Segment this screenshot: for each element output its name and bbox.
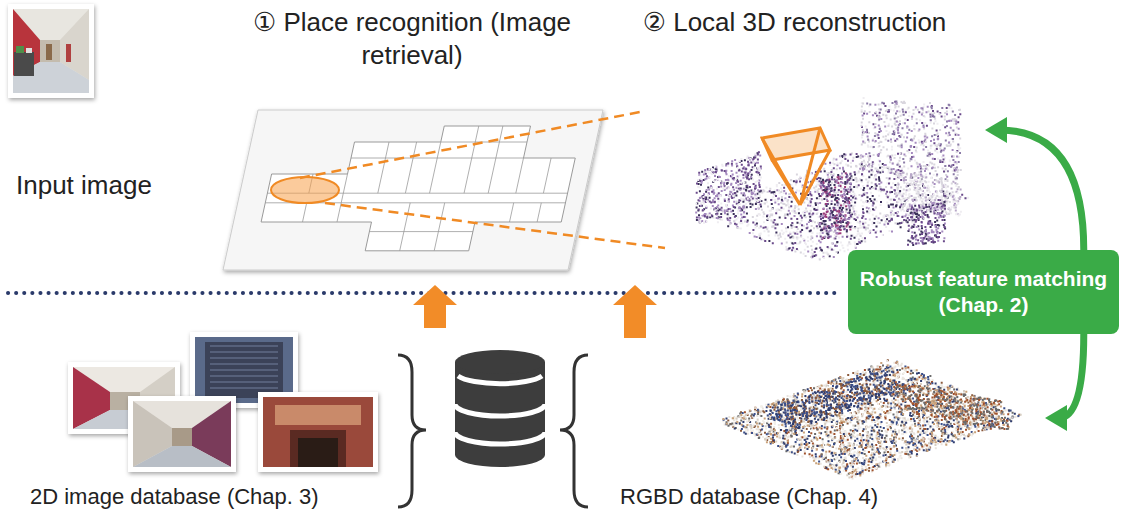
- cloud-points: [891, 382, 1009, 430]
- database-node: RGBD database (Chap. 4): [615, 338, 1045, 512]
- cloud-points: [861, 101, 962, 180]
- cloud-points: [736, 363, 1022, 479]
- cloud-points: [819, 173, 852, 239]
- input-photo-part: [66, 44, 71, 62]
- database-photos-part-part: [172, 428, 192, 446]
- floor-plan-part-part: [255, 126, 582, 251]
- floor-plan: [223, 110, 665, 270]
- database-icon: [455, 350, 545, 467]
- cloud-points: [723, 361, 1020, 474]
- input-photo-part: [26, 48, 32, 53]
- floor-plan-part: [255, 126, 582, 251]
- database-photos-part-part: [263, 397, 373, 467]
- floor-plan-part: [271, 177, 339, 203]
- input-photo-part: [8, 4, 94, 98]
- point-cloud: [722, 359, 1021, 479]
- database-photos-part-part: [133, 446, 231, 467]
- input-photo-part: [14, 52, 34, 76]
- database-photos-part-part: [210, 346, 278, 388]
- node-label: RGBD database (Chap. 4): [620, 483, 878, 511]
- node-label: Input image: [16, 169, 152, 202]
- camera-frustum: [762, 128, 830, 205]
- database-icon-part: [455, 432, 545, 444]
- node-label: ② Local 3D reconstruction: [643, 6, 947, 39]
- cloud-points: [895, 171, 961, 215]
- separator-line: [8, 291, 838, 295]
- database-node: 2D image database (Chap. 3): [25, 328, 450, 512]
- arrow-line: [1059, 334, 1084, 418]
- cloud-points: [895, 381, 1009, 430]
- node-label: 2D image database (Chap. 3): [30, 483, 319, 511]
- database-photos-part: [128, 396, 236, 472]
- block-arrow: [413, 285, 457, 328]
- floor-plan-part: [223, 110, 603, 270]
- database-photos-part-part: [128, 396, 236, 472]
- database-icon-part: [455, 443, 545, 467]
- cloud-points: [722, 369, 1012, 478]
- database-icon-part: [458, 376, 542, 384]
- arrow-line: [999, 130, 1084, 250]
- cloud-points: [866, 101, 961, 181]
- database-icon-part: [455, 362, 545, 455]
- input-photo: [8, 4, 94, 98]
- cloud-points: [727, 153, 967, 258]
- curved-arrow: [1045, 334, 1084, 431]
- database-photos-part-part: [298, 438, 338, 467]
- arrow-head: [985, 117, 1007, 143]
- arrow-shape: [413, 285, 457, 328]
- floor-plan-part: [300, 112, 665, 248]
- cloud-points: [765, 371, 904, 430]
- node-label: ① Place recognition (Image retrieval): [247, 6, 577, 71]
- database-photos-part-part: [133, 401, 231, 467]
- input-photo-part: [40, 40, 60, 62]
- curved-arrow: [985, 117, 1084, 250]
- cloud-points: [818, 173, 852, 239]
- database-photos-part-part: [290, 430, 346, 467]
- cloud-points: [897, 171, 962, 217]
- database-icon-part: [455, 404, 545, 416]
- database-photos-part: [258, 392, 378, 472]
- database-photos-part-part: [258, 392, 378, 472]
- database-photos: [68, 332, 378, 472]
- block-arrow: [613, 285, 657, 338]
- cloud-points: [726, 367, 1016, 475]
- input-photo-part: [13, 9, 89, 93]
- camera-frustum-part: [762, 128, 830, 205]
- process-label: Robust feature matching (Chap. 2): [858, 266, 1109, 319]
- cloud-points: [861, 101, 961, 180]
- cloud-points: [895, 173, 960, 215]
- input-image-node: Input image: [10, 2, 190, 207]
- cloud-points: [696, 151, 762, 223]
- cloud-points: [695, 153, 762, 224]
- bracket: [560, 355, 588, 507]
- floor-plan-part-part: [255, 126, 582, 251]
- bracket: [398, 355, 426, 507]
- input-photo-part: [46, 44, 52, 60]
- database-photos-part-part: [205, 342, 283, 398]
- cloud-points: [862, 103, 960, 178]
- process-box: Robust feature matching (Chap. 2): [848, 250, 1119, 334]
- cloud-points: [767, 370, 911, 428]
- arrow-head: [1045, 405, 1067, 431]
- reconstruction-panel: ② Local 3D reconstruction: [604, 4, 985, 285]
- input-photo-part: [16, 46, 24, 53]
- database-photos-part-part: [275, 405, 361, 425]
- point-cloud: [695, 97, 969, 260]
- place-recognition-panel: ① Place recognition (Image retrieval): [222, 4, 602, 285]
- arrow-shape: [613, 285, 657, 338]
- cloud-points: [905, 201, 946, 246]
- cloud-points: [907, 203, 946, 246]
- database-icon-part: [455, 350, 545, 374]
